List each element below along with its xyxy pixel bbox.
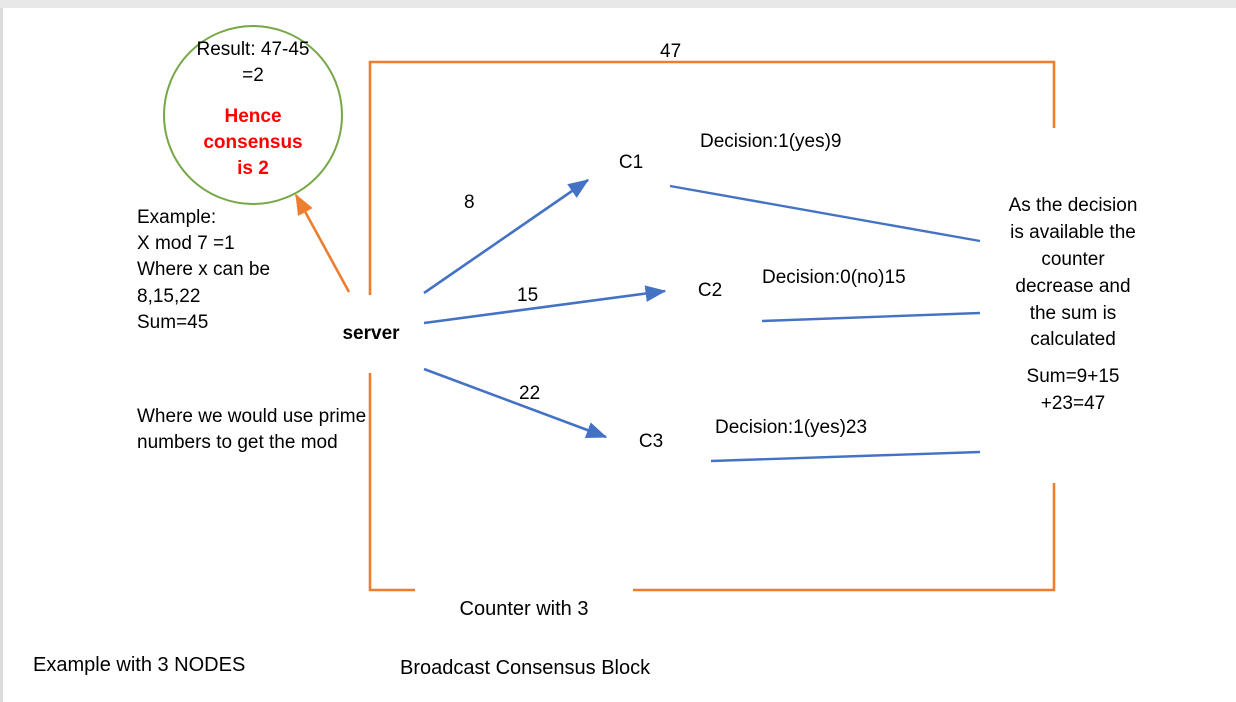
decision-summary-node[interactable]: As the decision is available the counter… <box>993 128 1153 483</box>
server-to-c1-arrow <box>423 178 590 295</box>
server-to-c2-arrow <box>423 285 667 325</box>
edge-label-c1-decision: Decision:1(yes)9 <box>700 131 842 152</box>
client-node-c2[interactable]: C2 <box>670 259 750 323</box>
decision-summary-sum: Sum=9+15 +23=47 <box>1026 366 1120 415</box>
counter-node-label: Counter with 3 <box>459 598 589 620</box>
broadcast-caption: Broadcast Consensus Block <box>400 657 651 679</box>
c2-to-right-line <box>761 311 981 323</box>
server-node-label: server <box>342 323 400 344</box>
counter-node[interactable]: Counter with 3 <box>415 572 633 647</box>
edge-label-c3-decision: Decision:1(yes)23 <box>715 417 868 438</box>
client-node-c3-label: C3 <box>638 431 664 452</box>
client-node-c2-label: C2 <box>697 280 723 301</box>
result-circle: Result: 47-45 =2 Hence consensus is 2 <box>163 25 343 205</box>
server-node[interactable]: server <box>324 295 418 373</box>
nodes-caption: Example with 3 NODES <box>33 654 246 676</box>
client-node-c3[interactable]: C3 <box>611 409 691 475</box>
consensus-text: Hence consensus is 2 <box>203 106 303 179</box>
c3-to-right-line <box>710 450 981 463</box>
edge-label-server-c2: 15 <box>517 285 539 306</box>
result-text: Result: 47-45 =2 <box>196 39 310 86</box>
window-top-strip <box>0 0 1236 8</box>
example-note: Example: X mod 7 =1 Where x can be 8,15,… <box>137 207 271 333</box>
c1-to-right-line <box>669 184 981 243</box>
edge-label-server-c1: 8 <box>464 192 475 213</box>
decision-summary-body: As the decision is available the counter… <box>1008 194 1138 351</box>
client-node-c1-label: C1 <box>618 152 644 173</box>
window-left-edge <box>0 8 3 702</box>
edge-label-server-c3: 22 <box>519 383 541 404</box>
server-to-c3-arrow <box>423 367 608 439</box>
client-node-c1[interactable]: C1 <box>593 131 669 195</box>
edge-label-c2-decision: Decision:0(no)15 <box>762 267 906 288</box>
prime-note: Where we would use prime numbers to get … <box>137 406 367 454</box>
loop-label-47: 47 <box>660 41 682 62</box>
